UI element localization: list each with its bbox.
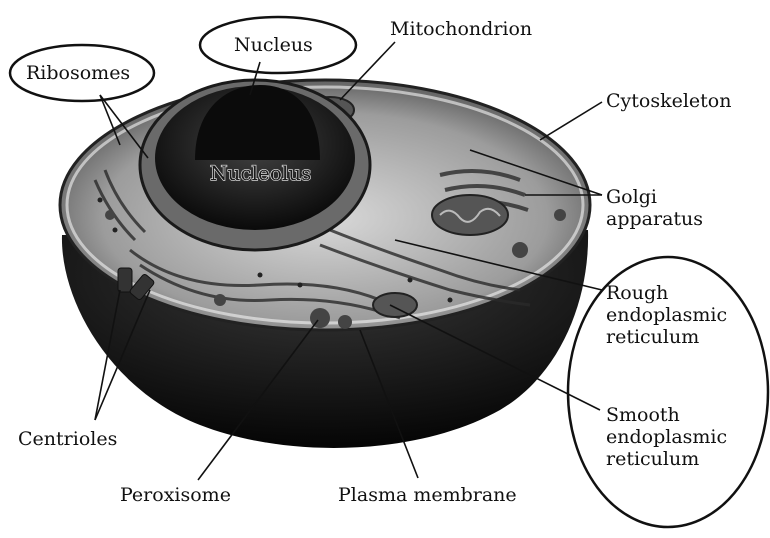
centrioles-label: Centrioles: [18, 428, 117, 450]
rough-er-label-line2: endoplasmic: [606, 304, 727, 326]
cytoskeleton-label: Cytoskeleton: [606, 90, 732, 112]
golgi-label-line1: Golgi: [606, 186, 703, 208]
plasma-membrane-label: Plasma membrane: [338, 484, 517, 506]
smooth-er-label: Smooth endoplasmic reticulum: [606, 404, 727, 470]
nucleus-label: Nucleus: [234, 34, 313, 56]
mitochondrion-label: Mitochondrion: [390, 18, 532, 40]
smooth-er-label-line1: Smooth: [606, 404, 727, 426]
smooth-er-label-line3: reticulum: [606, 448, 727, 470]
rough-er-label-line1: Rough: [606, 282, 727, 304]
smooth-er-label-line2: endoplasmic: [606, 426, 727, 448]
ribosomes-label: Ribosomes: [26, 62, 130, 84]
mitochondrion-shape: [432, 195, 508, 235]
golgi-label-line2: apparatus: [606, 208, 703, 230]
rough-er-label-line3: reticulum: [606, 326, 727, 348]
golgi-label: Golgi apparatus: [606, 186, 703, 230]
rough-er-label: Rough endoplasmic reticulum: [606, 282, 727, 348]
peroxisome-label: Peroxisome: [120, 484, 231, 506]
nucleolus-label: Nucleolus: [210, 161, 311, 185]
